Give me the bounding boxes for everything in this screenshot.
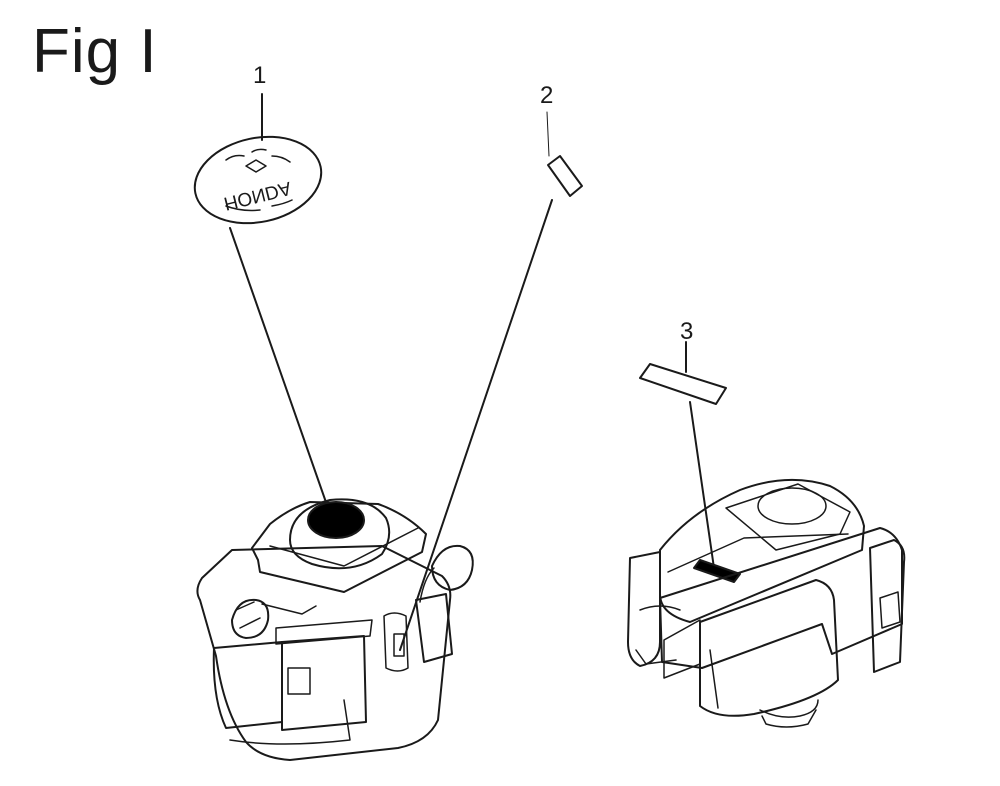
fuel-filler-cap [307, 501, 365, 539]
decal-2-label [547, 155, 583, 197]
figure-title: Fig I [32, 17, 158, 86]
leader-line-1 [229, 227, 329, 509]
engine-left-illustration [196, 498, 474, 761]
callout-number-1: 1 [253, 62, 267, 89]
decal-3-location [693, 559, 741, 583]
leader-line-2-top [546, 111, 550, 157]
callout-number-2: 2 [540, 82, 554, 109]
leader-line-2 [399, 199, 553, 651]
decal-3-label [639, 363, 727, 405]
callout-number-3: 3 [680, 318, 694, 345]
engine-right-illustration [627, 478, 906, 728]
leader-line-3 [689, 401, 715, 569]
decal-1-emblem: HONDA [193, 135, 323, 225]
